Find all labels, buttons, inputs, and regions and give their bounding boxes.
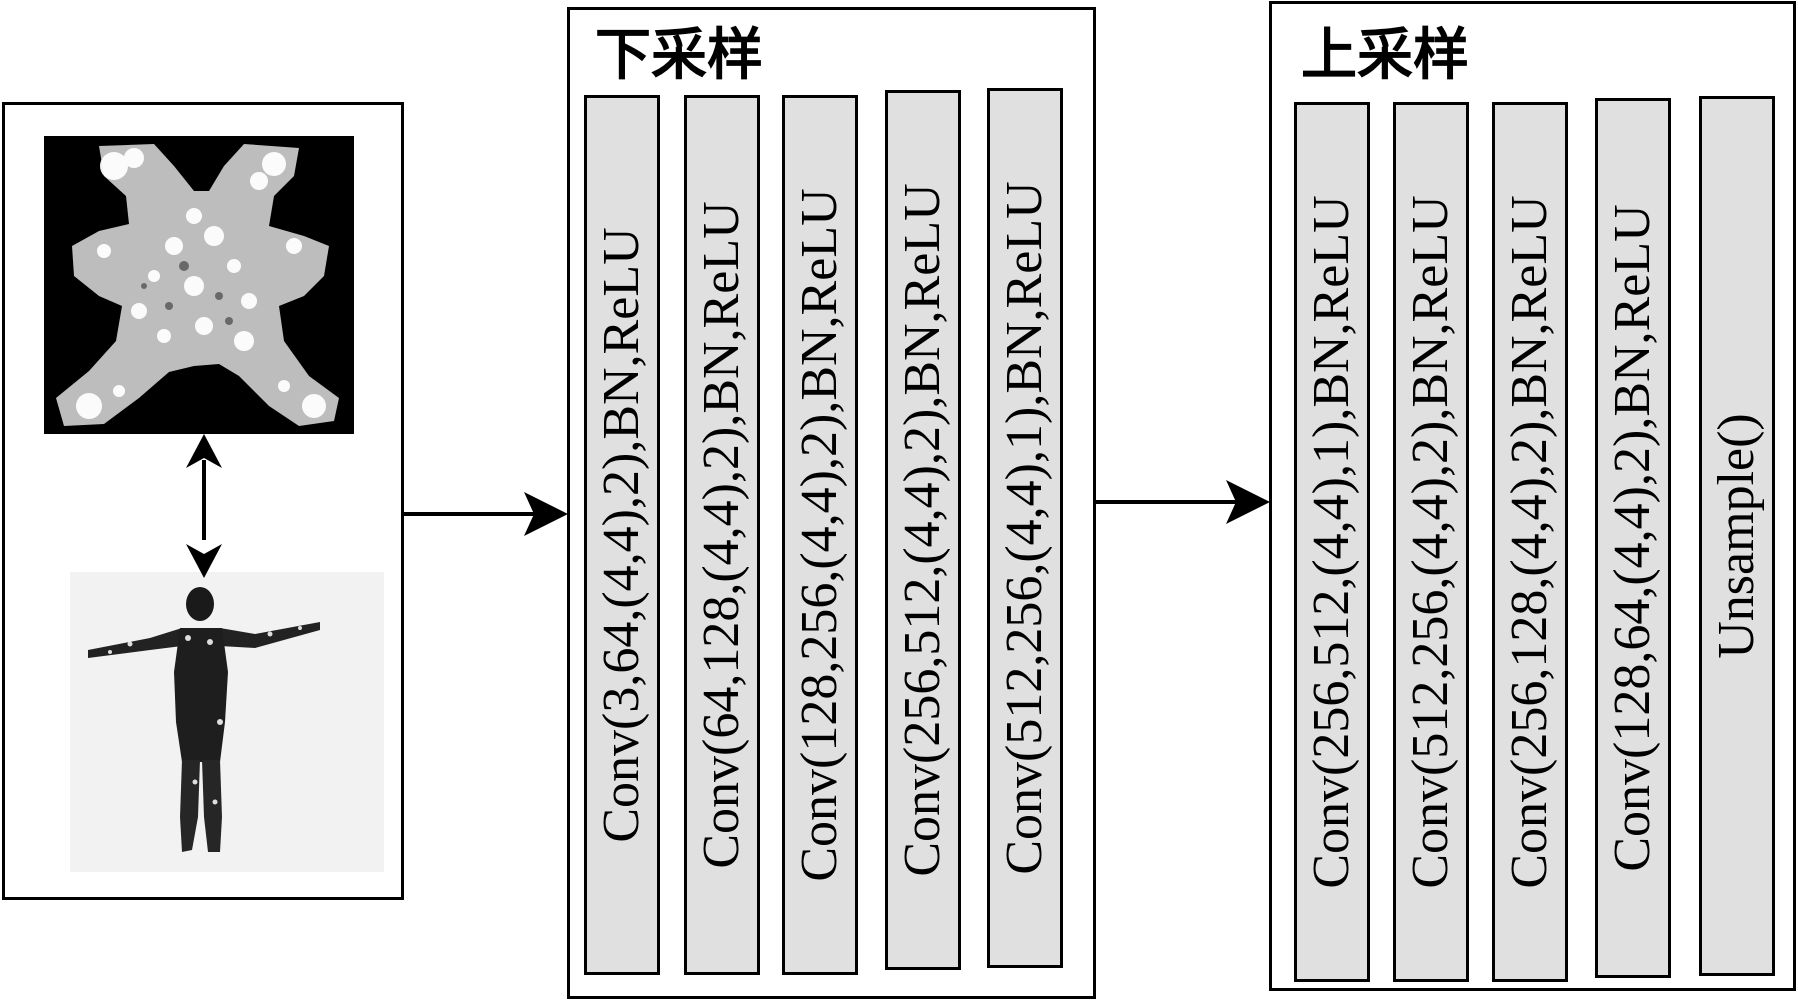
- figure-torso: [174, 628, 228, 762]
- layer-label: Conv(512,256,(4,4),2),BN,ReLU: [1402, 195, 1459, 889]
- upsample-title: 上采样: [1301, 23, 1469, 88]
- figure-head: [186, 587, 214, 621]
- downsample-layer-2: Conv(64,128,(4,4),2),BN,ReLU: [684, 95, 760, 975]
- layer-label: Conv(256,128,(4,4),2),BN,ReLU: [1501, 195, 1558, 889]
- arrow-input-to-downsample: [402, 492, 568, 536]
- human-body-image: [70, 572, 384, 872]
- arrow-downsample-to-upsample: [1096, 480, 1270, 524]
- upsample-layer-4: Conv(128,64,(4,4),2),BN,ReLU: [1595, 98, 1671, 978]
- layer-label: Unsample(): [1708, 413, 1765, 659]
- figure-legs: [180, 760, 222, 852]
- layer-label: Conv(256,512,(4,4),1),BN,ReLU: [1303, 195, 1360, 889]
- downsample-layer-4: Conv(256,512,(4,4),2),BN,ReLU: [885, 90, 961, 970]
- layer-label: Conv(3,64,(4,4),2),BN,ReLU: [593, 227, 650, 843]
- upsample-layer-2: Conv(512,256,(4,4),2),BN,ReLU: [1393, 102, 1469, 982]
- downsample-title: 下采样: [595, 23, 763, 88]
- upsample-layer-3: Conv(256,128,(4,4),2),BN,ReLU: [1492, 102, 1568, 982]
- downsample-layer-1: Conv(3,64,(4,4),2),BN,ReLU: [584, 95, 660, 975]
- layer-label: Conv(256,512,(4,4),2),BN,ReLU: [894, 183, 951, 877]
- downsample-layer-5: Conv(512,256,(4,4),1),BN,ReLU: [987, 88, 1063, 968]
- upsample-layer-1: Conv(256,512,(4,4),1),BN,ReLU: [1294, 102, 1370, 982]
- layer-label: Conv(64,128,(4,4),2),BN,ReLU: [693, 201, 750, 869]
- upsample-layer-5: Unsample(): [1699, 96, 1775, 976]
- layer-label: Conv(512,256,(4,4),1),BN,ReLU: [996, 181, 1053, 875]
- downsample-layer-3: Conv(128,256,(4,4),2),BN,ReLU: [782, 95, 858, 975]
- layer-label: Conv(128,64,(4,4),2),BN,ReLU: [1604, 204, 1661, 872]
- uv-texture-image: [44, 136, 354, 434]
- layer-label: Conv(128,256,(4,4),2),BN,ReLU: [791, 188, 848, 882]
